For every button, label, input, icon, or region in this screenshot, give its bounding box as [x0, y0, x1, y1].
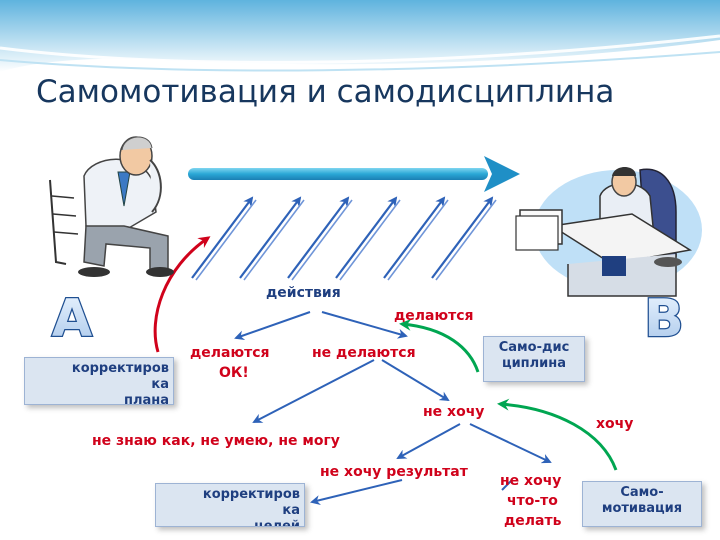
branch-line [234, 311, 311, 341]
label-dont-want-do-line2: что-то [507, 493, 558, 509]
label-want: хочу [596, 416, 634, 432]
branch-line [469, 423, 552, 464]
point-b-icon: B [643, 288, 685, 351]
diagonal-arrow-icon [431, 196, 497, 281]
stressed-person-icon [49, 136, 174, 277]
label-dont-want-result: не хочу результат [320, 464, 468, 480]
label-done-ok-line1: делаются [190, 345, 270, 361]
header-swoosh [0, 0, 720, 72]
box-goal-correction: корректиров ка целей [155, 483, 305, 527]
diagonal-arrow-icon [383, 196, 449, 281]
point-a-icon: A [51, 288, 94, 351]
label-done-ok-line2: ОК! [219, 365, 249, 381]
label-dont-want-do-line3: делать [504, 513, 562, 529]
branch-line [501, 479, 513, 491]
branch-line [252, 359, 375, 423]
diagonal-arrow-icon [335, 196, 401, 281]
diagonal-arrows [191, 196, 497, 281]
tree-branches [234, 311, 552, 505]
diagonal-arrow-icon [191, 196, 257, 281]
label-not-done: не делаются [312, 345, 416, 361]
green-arrow-discipline [399, 318, 480, 373]
branch-line [381, 359, 450, 402]
diagonal-arrow-icon [239, 196, 305, 281]
point-b-letter: B [644, 289, 684, 349]
label-dont-want-do-line1: не хочу [500, 473, 562, 489]
businessman-desk-icon [515, 167, 702, 297]
label-dont-know: не знаю как, не умею, не могу [92, 433, 340, 449]
box-self-motivation: Само- мотивация [582, 481, 702, 527]
label-done: делаются [394, 308, 474, 324]
label-dont-want: не хочу [423, 404, 485, 420]
point-a-letter: A [52, 289, 92, 349]
box-plan-correction: корректиров ка плана [24, 357, 174, 405]
red-feedback-arrow [153, 236, 211, 353]
branch-line [310, 479, 403, 505]
box-self-discipline: Само-дис циплина [483, 336, 585, 382]
branch-line [396, 423, 461, 459]
green-arrow-motivation [497, 398, 618, 471]
big-arrow-icon [188, 156, 520, 192]
label-actions: действия [266, 285, 341, 301]
branch-line [321, 311, 408, 339]
diagonal-arrow-icon [287, 196, 353, 281]
page-title: Самомотивация и самодисциплина [36, 74, 615, 110]
